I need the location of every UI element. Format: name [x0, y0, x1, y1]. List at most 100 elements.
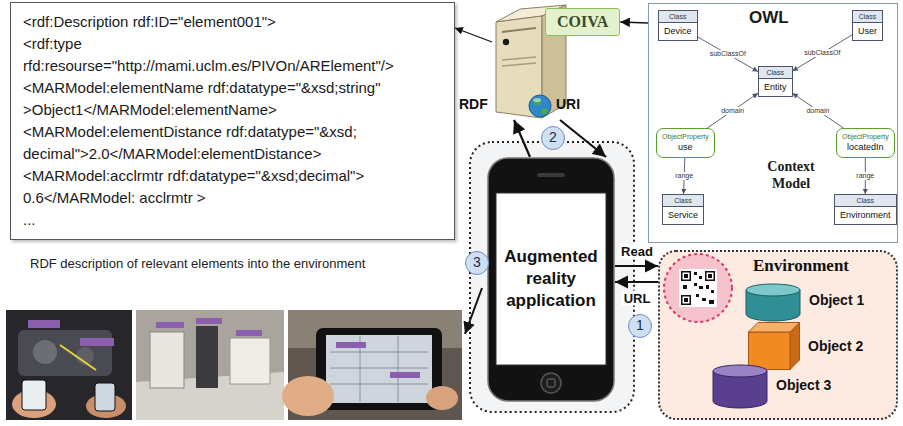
property-text: ObjectProperty [657, 129, 714, 141]
qr-code [708, 274, 712, 278]
property-text: use [657, 141, 714, 157]
connector-arrow [707, 93, 758, 128]
object-label: Object 2 [808, 338, 863, 354]
qr-code [664, 254, 732, 322]
photo-engine [18, 330, 112, 376]
qr-code [702, 298, 706, 301]
qr-code [679, 269, 717, 307]
photo-phone-in-hand [282, 310, 462, 420]
qr-code [681, 271, 691, 281]
photo-engine [22, 380, 46, 410]
qr-code [707, 273, 714, 280]
photo-room [156, 322, 184, 328]
photo-room [196, 326, 218, 388]
code-line: <MARModel:elementName rdf:datatype="&xsd… [23, 77, 442, 121]
qr-code [711, 290, 714, 293]
object-shape-outline [713, 365, 767, 377]
environment-panel: EnvironmentObject 1Object 2Object 3 [658, 250, 898, 420]
photo-phone-in-hand [360, 336, 361, 402]
object-shape-outline [748, 322, 800, 370]
code-line: <MARModel:acclrmtr rdf:datatype="&xsd;de… [23, 165, 442, 209]
object-label: Object 1 [809, 292, 864, 308]
qr-code [684, 274, 688, 278]
callout-number: 3 [465, 251, 489, 275]
class-box: ClassUser [852, 10, 883, 41]
callout-number: 2 [541, 126, 565, 150]
environment-ground [659, 251, 897, 419]
qr-code [694, 272, 697, 275]
photo-engine [80, 338, 114, 346]
object-shape: Object 3 [712, 364, 768, 408]
object-shape-outline [745, 283, 801, 321]
server-icon-outline [502, 63, 536, 66]
object-shape-outline [712, 364, 768, 408]
object-shape-outline [749, 332, 791, 370]
qr-code [684, 298, 688, 302]
photo-phone-in-hand [330, 368, 428, 369]
edge-label: range [674, 172, 694, 180]
phone-container [470, 142, 634, 412]
caption-text: RDF description of relevant elements int… [30, 256, 365, 271]
connector-arrow [698, 37, 758, 72]
callout-number: 2 [542, 127, 564, 148]
class-text: Device [659, 23, 697, 40]
qr-code [696, 294, 699, 297]
class-text: Class [659, 11, 697, 23]
phone-device-outline [488, 158, 614, 401]
photo-engine [12, 390, 56, 418]
edge-label: URL [622, 291, 653, 306]
property-box: ObjectPropertylocatedIn [836, 128, 895, 158]
photo-phone-in-hand [426, 386, 458, 410]
object-shape: Object 1 [745, 283, 801, 321]
photo-room [196, 318, 222, 324]
server-label: RDF [459, 96, 488, 112]
callout-number: 1 [629, 315, 651, 336]
server-icon-outline [502, 28, 536, 32]
qr-code [664, 254, 732, 322]
object-label: Object 3 [776, 377, 831, 393]
photo-phone-in-hand [282, 376, 334, 416]
coiva-box: COIVA [545, 8, 620, 36]
photo-phone-in-hand [336, 342, 366, 348]
class-text: Class [759, 67, 792, 79]
photo-engine [86, 394, 126, 418]
server-icon-outline [496, 16, 542, 118]
photo-phone-in-hand [288, 310, 462, 420]
photo-room [236, 330, 262, 336]
class-box: ClassDevice [658, 10, 698, 41]
edge-label: domain [805, 107, 830, 115]
photo-phone-in-hand [390, 372, 420, 378]
code-line: ... [23, 209, 442, 231]
connector-arrow [615, 265, 658, 267]
property-box: ObjectPropertyuse [656, 128, 715, 158]
leader-arrow [465, 288, 482, 334]
edge-label: Read [619, 244, 655, 259]
qr-code [709, 300, 714, 304]
phone-device-outline [537, 173, 565, 177]
server-icon-outline [533, 99, 542, 105]
photo-engine [33, 340, 57, 364]
code-box: <rdf:Description rdf:ID="element001"><rd… [10, 2, 455, 240]
environment-ground [659, 251, 897, 419]
server-icon-outline [529, 95, 551, 117]
photo-engine [6, 310, 132, 420]
photo-engine [6, 310, 132, 420]
qr-code [681, 295, 691, 305]
qr-code [705, 271, 715, 281]
code-line: <rdf:type rfd:resourse="http://mami.uclm… [23, 33, 442, 77]
edge-label: subClassOf [803, 49, 841, 57]
server-icon-outline [542, 108, 548, 114]
connector-arrow [793, 35, 852, 71]
code-line: <MARModel:elementDistance rdf:datatype="… [23, 121, 442, 165]
owl-panel: OWLContext ModelClassDeviceClassUserClas… [648, 3, 898, 243]
box-title: COIVA [557, 13, 608, 31]
photo-engine [28, 320, 60, 328]
class-box: ClassEnvironment [834, 194, 897, 225]
connector-arrow [560, 120, 606, 157]
callout-number: 3 [466, 252, 488, 273]
class-text: Environment [835, 207, 896, 224]
object-shape: Object 2 [748, 322, 800, 370]
property-text: locatedIn [837, 141, 894, 157]
photo-room [136, 372, 284, 420]
edge-label: subClassOf [709, 50, 747, 58]
